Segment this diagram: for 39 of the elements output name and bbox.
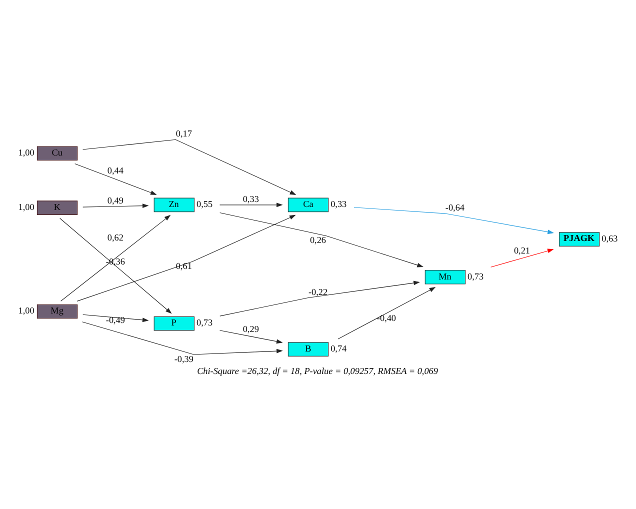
edge-label: -0,22 bbox=[308, 286, 328, 297]
edge-label: 0,21 bbox=[514, 246, 530, 256]
edge-label: 0,49 bbox=[107, 196, 124, 206]
arrow bbox=[82, 322, 283, 355]
node-label: 0,74 bbox=[330, 344, 347, 354]
arrow bbox=[74, 163, 157, 195]
arrow bbox=[338, 287, 436, 340]
caption: Chi-Square =26,32, df = 18, P-value = 0,09257, RMSEA = 0,069 bbox=[197, 366, 438, 376]
node-label: 0,33 bbox=[330, 199, 347, 210]
arrow bbox=[60, 214, 171, 302]
node-label: 1,00 bbox=[18, 202, 34, 212]
edge-label: 0,62 bbox=[107, 232, 124, 242]
node-label: 0,55 bbox=[196, 199, 213, 210]
edge-label: -0,39 bbox=[174, 354, 194, 364]
edge-label: 0,29 bbox=[242, 324, 259, 334]
edge-label: 0,44 bbox=[107, 165, 124, 176]
edge-label: 0,17 bbox=[176, 128, 192, 139]
arrow bbox=[490, 248, 554, 268]
node-label: 0,73 bbox=[196, 318, 213, 328]
arrow bbox=[82, 139, 296, 195]
arrow bbox=[219, 330, 283, 344]
node-label: 1,00 bbox=[18, 148, 34, 158]
edge-label: 0,33 bbox=[242, 194, 259, 204]
node-label: 0,63 bbox=[602, 233, 618, 244]
arrow bbox=[76, 214, 296, 302]
edge-label: 0,61 bbox=[176, 261, 192, 271]
arrow bbox=[82, 204, 149, 208]
arrow bbox=[220, 212, 424, 268]
node-label: 1,00 bbox=[18, 306, 34, 316]
arrow bbox=[219, 202, 283, 208]
arrow bbox=[82, 314, 149, 322]
edge-label: 0,26 bbox=[310, 235, 326, 246]
arrow bbox=[60, 218, 172, 314]
node-label: 0,73 bbox=[468, 271, 484, 282]
edge-label: -0,49 bbox=[106, 314, 125, 325]
arrow bbox=[354, 207, 554, 234]
edge-label: -0,40 bbox=[376, 313, 396, 324]
arrow bbox=[220, 280, 420, 316]
edge-label: -0,64 bbox=[445, 202, 464, 213]
